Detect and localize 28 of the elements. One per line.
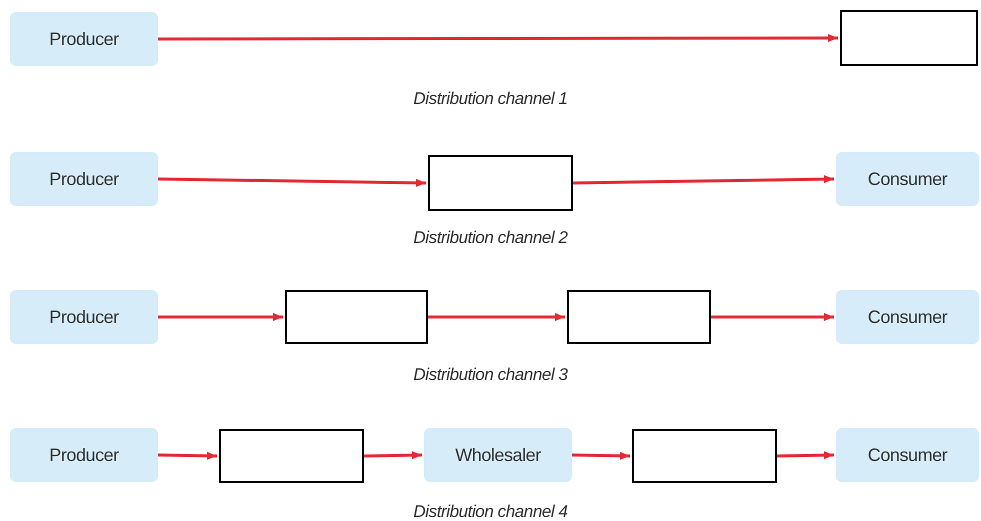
channel-caption: Distribution channel 4 [413, 501, 568, 521]
channel-caption: Distribution channel 2 [413, 227, 568, 249]
channel-caption: Distribution channel 1 [413, 88, 568, 110]
arrow [158, 452, 218, 460]
process-box: Producer [10, 152, 158, 206]
empty-box [840, 10, 978, 66]
empty-box [428, 155, 573, 211]
arrow [158, 178, 426, 187]
empty-box [632, 429, 777, 483]
channel-caption: Distribution channel 3 [413, 364, 568, 386]
arrow [776, 451, 834, 460]
empty-box [219, 429, 364, 483]
arrow [158, 34, 838, 42]
process-box: Producer [10, 290, 158, 344]
arrow [158, 313, 283, 321]
arrow [364, 451, 422, 460]
arrow [572, 452, 630, 460]
empty-box [567, 290, 711, 344]
process-box: Consumer [836, 152, 979, 206]
arrow [711, 313, 834, 321]
process-box: Consumer [836, 290, 979, 344]
process-box: Producer [10, 428, 158, 482]
arrow [572, 175, 834, 184]
process-box: Producer [10, 12, 158, 66]
arrow [428, 313, 565, 321]
process-box: Consumer [836, 428, 979, 482]
empty-box [285, 290, 428, 344]
process-box: Wholesaler [424, 428, 572, 482]
